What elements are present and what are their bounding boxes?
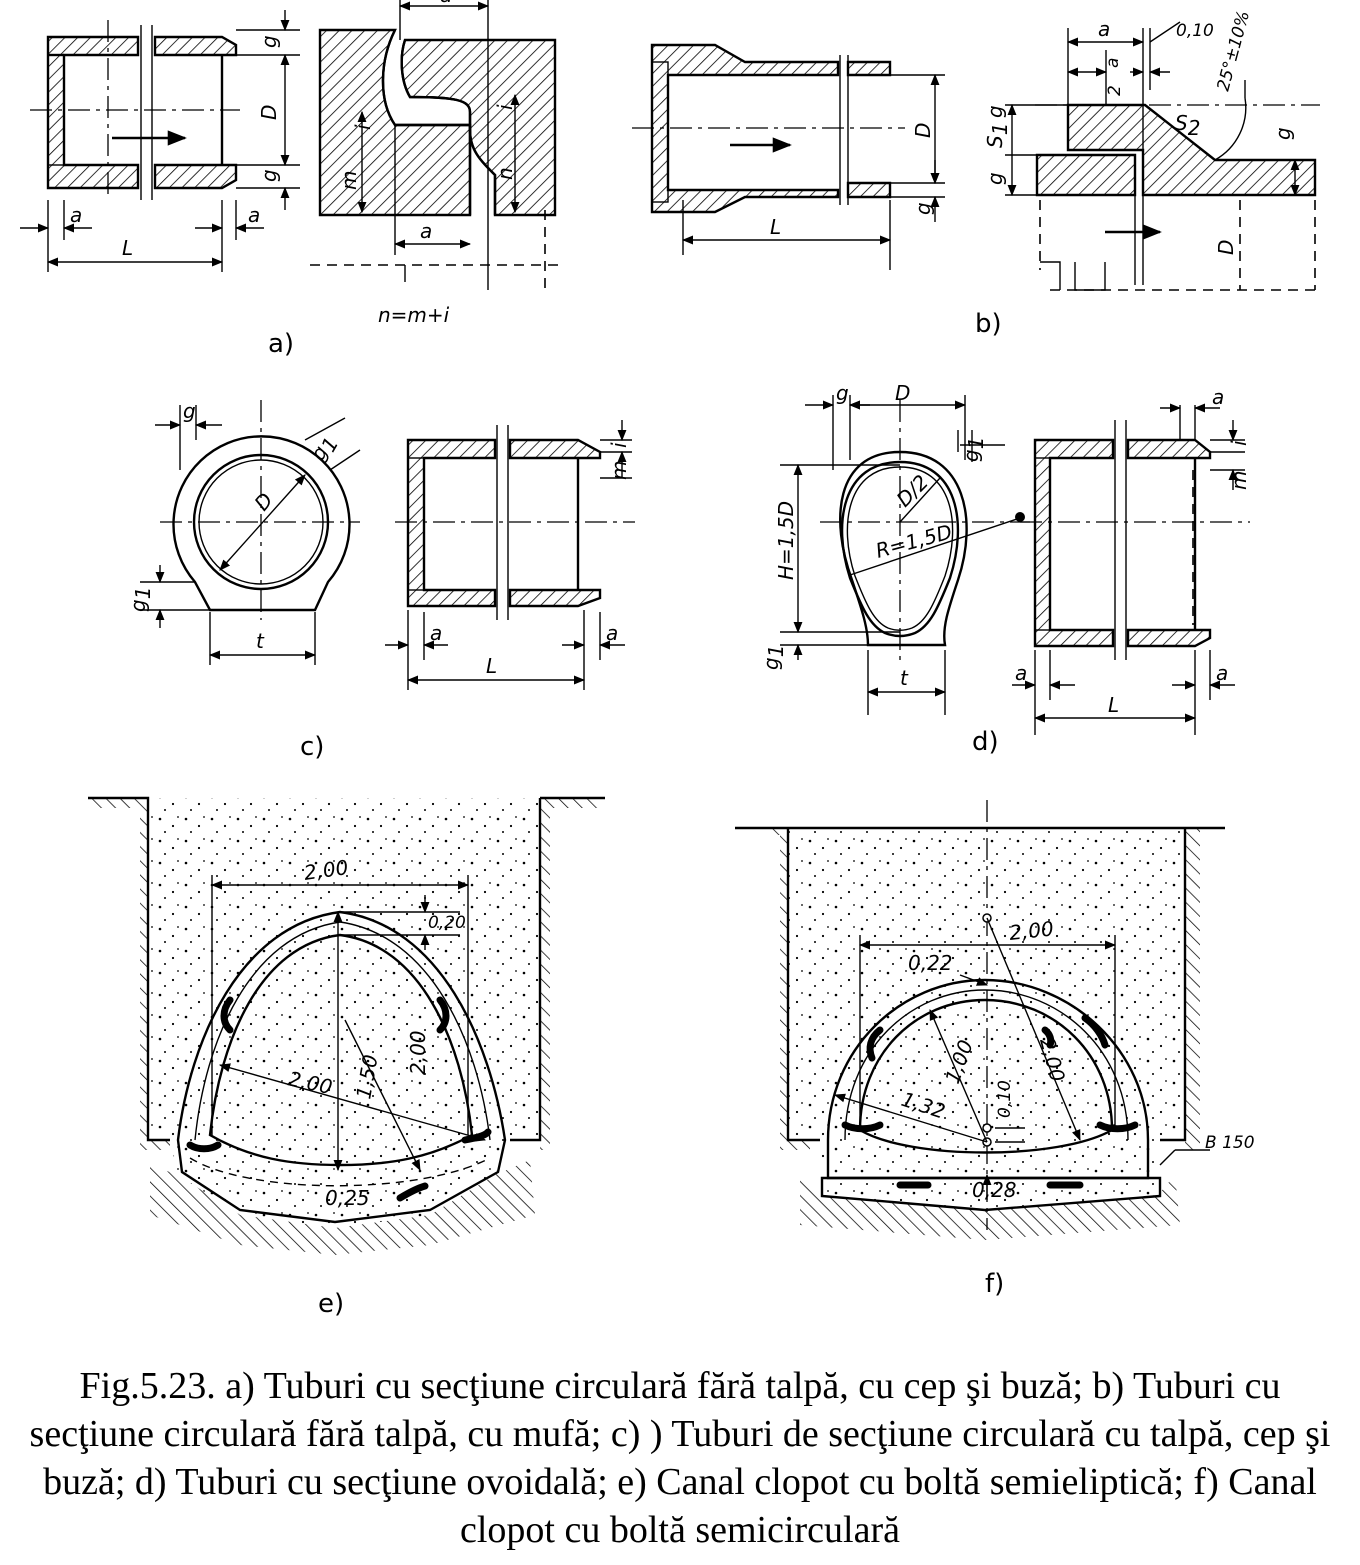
dim-a-right: a [248,203,260,227]
pipe-d-elevation: a i m a a L [1012,385,1251,735]
dim-a-right: a [1216,661,1228,685]
dim-i-right: i [493,104,517,110]
dim-S1: S1 [983,123,1012,148]
dim-i-left: i [351,124,375,130]
dim-S1-main: S [983,135,1007,148]
dim-D: D [1214,240,1238,255]
dim-D: D [911,123,935,138]
joint-a-detail: a a m i n i n=m+i [310,0,560,327]
dim-S1-sub: 1 [988,123,1012,136]
dim-a-right: a [606,621,618,645]
pipe-c-section: g g1 D g1 t [126,399,361,665]
dim-i: i [607,442,631,448]
label-d: d) [972,727,999,757]
dim-g1-bottom: g1 [759,645,788,670]
dim-a-top: a [440,0,452,7]
pipe-c-elevation: i m a a L [385,420,635,690]
caption-a: a) Tuburi cu secţiune circulară fără tal… [225,1365,1084,1407]
dim-m: m [337,171,361,190]
caption-e: e) Canal clopot cu boltă semieliptică; [617,1461,1184,1503]
dim-width: 2,00 [1008,916,1055,945]
label-b: b) [975,309,1002,339]
panel-f: 2,00 0,22 1,00 1,32 0,10 2,00 0,28 B 150… [735,800,1255,1299]
dim-offset: 0,10 [995,1080,1015,1118]
panel-d: g D g1 D/2 R=1,5D H=1,5D g1 t [759,381,1251,757]
dim-m: m [1227,471,1251,490]
dim-n: n [493,167,517,180]
caption-d: d) Tuburi cu secţiune ovoidală; [134,1461,608,1503]
dim-bottom: 0,28 [972,1178,1017,1202]
dim-g1-bottom: g1 [126,587,155,612]
pipe-b-elevation: D g L [632,43,945,270]
dim-g: g [183,399,196,423]
dim-g: g [911,202,935,215]
dim-g-left: g [983,172,1007,185]
dim-slope: 25°±10% [1214,9,1255,94]
dim-side-radius: 2,00 [406,1030,430,1075]
dim-g1: g1 [959,437,988,462]
dim-a-left: a [430,621,442,645]
dim-top: 0,22 [908,951,953,975]
dim-g-mid: g [983,105,1007,118]
dim-R: R=1,5D [873,519,954,562]
panel-a: g D g a a L a a m i n [20,0,560,359]
dim-D: D [257,105,281,120]
joint-b-detail: a a 2 0,10 25°±10% g S1 g S2 g D [983,9,1320,291]
dim-g1-bottom-sub: 1 [764,645,788,658]
dim-a-joint: a [420,219,432,243]
pipe-a-elevation: g D g a a L [20,10,300,272]
dim-D: D [895,381,910,405]
figure-caption: Fig.5.23. a) Tuburi cu secţiune circular… [20,1362,1340,1554]
dim-g-right: g [1271,127,1295,140]
dim-S2-sub: 2 [1188,116,1201,140]
dim-t: t [900,666,909,690]
dim-S2: S2 [1175,111,1200,140]
dim-H: H=1,5D [774,501,798,580]
caption-f: f) Canal clopot cu boltă semicirculară [460,1461,1317,1551]
dim-bottom: 0,25 [325,1186,370,1210]
label-a: a) [268,329,294,359]
dim-g1-bottom-main: g [126,599,150,612]
formula-n: n=m+i [378,303,450,327]
dim-tolerance: 0,10 [1176,21,1214,41]
dim-S2-main: S [1175,111,1188,135]
dim-g-top: g [257,35,281,48]
dim-a-top: a [1098,17,1110,41]
dim-t: t [256,629,265,653]
dim-g-bottom: g [257,169,281,182]
dim-g1-sub: 1 [964,437,988,450]
label-c: c) [300,732,324,762]
dim-g1-bottom-main: g [759,657,783,670]
dim-a-half-num: a [1103,58,1123,68]
dim-m: m [607,461,631,480]
dim-g1-main: g [959,449,983,462]
panel-c: g g1 D g1 t i [126,399,635,762]
dim-L: L [1108,693,1119,717]
dim-L: L [770,215,781,239]
dim-a-left: a [1015,661,1027,685]
dim-r: D/2 [892,470,934,512]
figure-drawing: g D g a a L a a m i n [20,0,1320,1319]
panel-b: D g L [632,9,1320,339]
dim-g: g [836,381,849,405]
label-f: f) [985,1269,1004,1299]
dim-L: L [486,654,497,678]
dim-i: i [1227,440,1251,446]
dim-a-left: a [70,203,82,227]
dim-L: L [122,236,133,260]
caption-c: c) ) Tuburi de secţiune circulară cu tal… [43,1413,1331,1503]
caption-fig-number: Fig.5.23. [79,1365,216,1407]
caption-b: b) Tuburi cu secţiune circulară fără tal… [29,1365,1281,1455]
dim-g1-bottom-sub: 1 [131,587,155,600]
panel-e: 2,00 0,20 2,00 1,50 2,00 0,25 e) [88,796,605,1319]
pipe-d-section: g D g1 D/2 R=1,5D H=1,5D g1 t [759,381,1030,715]
label-e: e) [318,1289,344,1319]
dim-a-half-den: 2 [1105,85,1125,96]
dim-top: 0,20 [428,913,466,933]
concrete-label: B 150 [1205,1133,1255,1153]
dim-a-top: a [1212,385,1224,409]
